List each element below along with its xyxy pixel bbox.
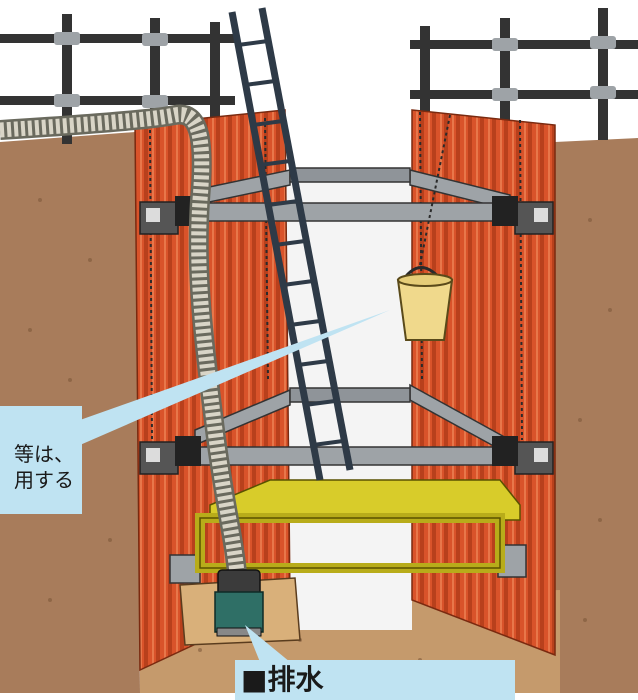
drain-hose xyxy=(0,104,248,586)
callout-pointer-left xyxy=(80,310,390,445)
upper-struts xyxy=(139,167,554,235)
guard-rail-left xyxy=(0,14,235,144)
callout-bottom-label: ■排水 xyxy=(241,663,324,696)
yellow-frame xyxy=(195,479,521,573)
callout-bottom: ■排水 xyxy=(235,660,515,700)
guard-rail-right xyxy=(410,8,638,140)
callout-pointer-bottom xyxy=(245,625,290,662)
ladder xyxy=(228,7,354,481)
submersible-pump xyxy=(214,569,264,637)
callout-left-line2: 用する xyxy=(14,468,74,492)
callout-left: 等は、 用する xyxy=(0,406,82,514)
bucket xyxy=(396,114,454,341)
callout-left-line1: 等は、 xyxy=(14,442,74,466)
